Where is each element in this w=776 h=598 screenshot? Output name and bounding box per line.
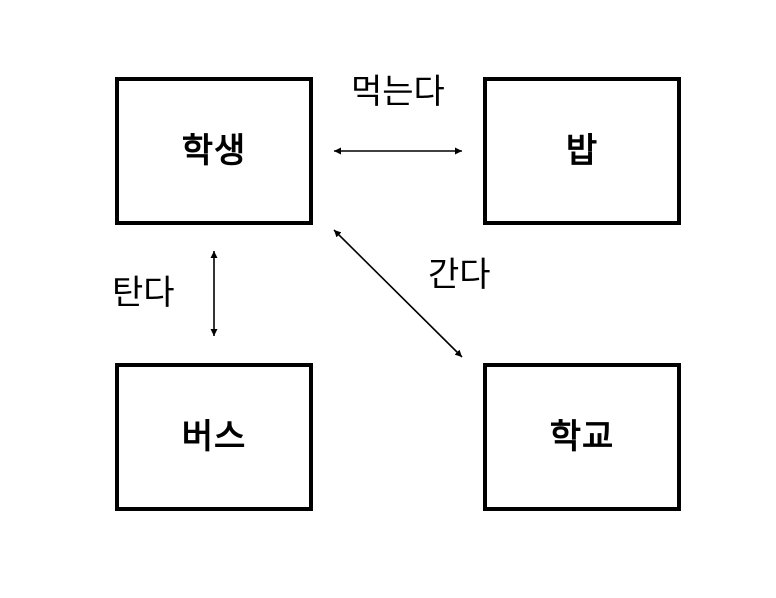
node-rice-label: 밥 [565, 131, 599, 171]
edge-label-ride: 탄다 [112, 273, 175, 313]
edge-label-eat: 먹는다 [351, 72, 445, 112]
node-student-label: 학생 [181, 131, 247, 171]
arrow-student-school [333, 229, 463, 358]
edge-label-go: 간다 [428, 255, 491, 295]
node-school-label: 학교 [549, 417, 615, 457]
node-rice: 밥 [483, 77, 681, 225]
node-bus-label: 버스 [181, 417, 247, 457]
node-school: 학교 [483, 363, 681, 511]
node-bus: 버스 [115, 363, 313, 511]
node-student: 학생 [115, 77, 313, 225]
